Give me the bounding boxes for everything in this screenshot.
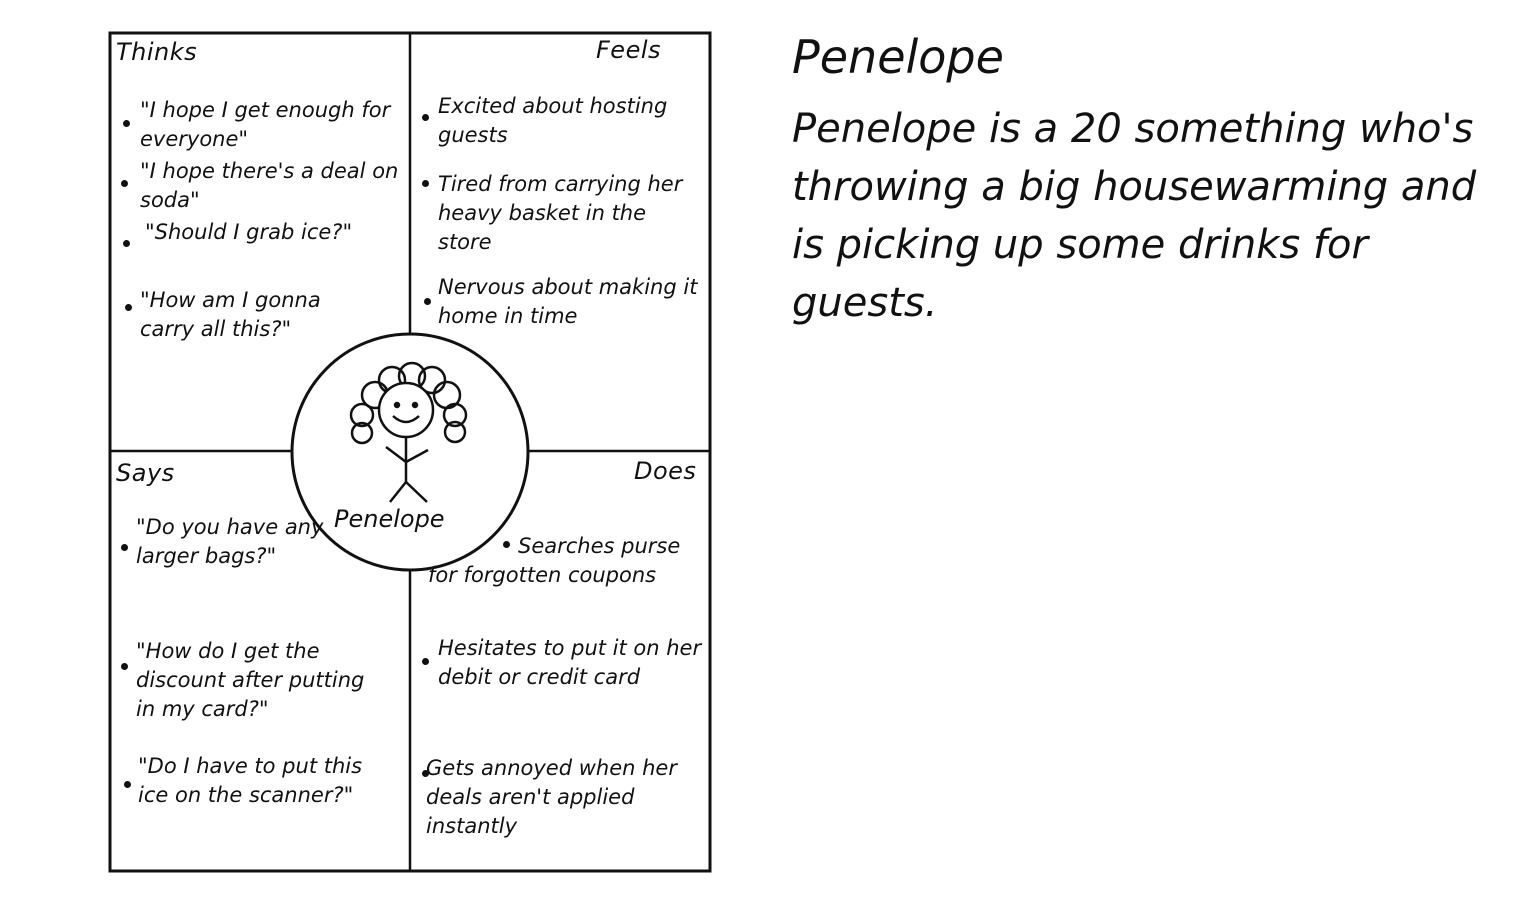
thinks-item: "How am I gonna carry all this?" — [140, 288, 321, 341]
feels-title: Feels — [596, 36, 662, 64]
thinks-item: "I hope I get enough for everyone" — [140, 98, 391, 151]
persona-stick-figure — [349, 361, 468, 503]
persona-name: Penelope — [792, 30, 1004, 84]
thinks-item: "Should I grab ice?" — [145, 220, 353, 244]
feels-item: Nervous about making it home in time — [438, 275, 698, 328]
bullet — [424, 298, 431, 305]
bullet — [503, 541, 510, 548]
does-item: Gets annoyed when her deals aren't appli… — [426, 756, 677, 838]
persona-circle-label: Penelope — [334, 505, 445, 533]
persona-description: Penelope is a 20 something who's throwin… — [792, 106, 1477, 326]
bullet — [422, 114, 429, 121]
persona-circle — [290, 332, 530, 572]
does-item: Searches purse for forgotten coupons — [428, 534, 681, 587]
curly-hair-icon — [349, 361, 468, 445]
bullet — [121, 663, 128, 670]
thinks-item: "I hope there's a deal on soda" — [140, 159, 399, 212]
bullet — [422, 658, 429, 665]
bullet — [422, 770, 429, 777]
bullet — [121, 544, 128, 551]
bullet — [123, 120, 130, 127]
bullet — [125, 304, 132, 311]
says-item: "Do you have any larger bags?" — [136, 515, 324, 568]
bullet — [121, 180, 128, 187]
says-item: "How do I get the discount after putting… — [136, 639, 365, 721]
thinks-title: Thinks — [116, 38, 198, 66]
feels-item: Excited about hosting guests — [438, 94, 668, 147]
says-title: Says — [116, 459, 175, 487]
does-item: Hesitates to put it on her debit or cred… — [438, 636, 702, 689]
bullet — [422, 180, 429, 187]
does-title: Does — [634, 457, 697, 485]
bullet — [123, 240, 130, 247]
says-item: "Do I have to put this ice on the scanne… — [138, 754, 363, 807]
bullet — [124, 781, 131, 788]
feels-item: Tired from carrying her heavy basket in … — [438, 172, 683, 254]
